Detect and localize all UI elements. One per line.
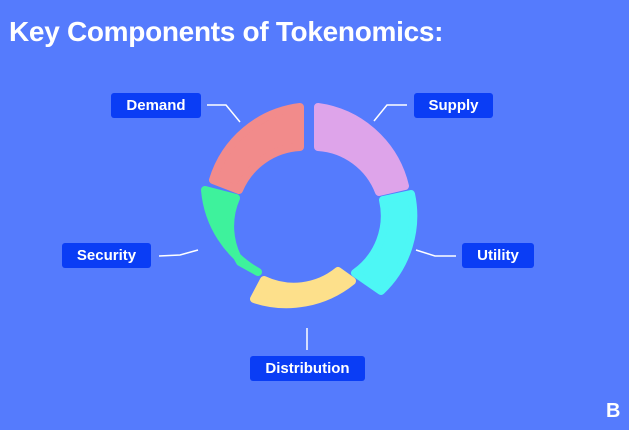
label-utility: Utility: [462, 243, 534, 268]
segment-supply: [314, 103, 409, 196]
connector-demand: [207, 104, 241, 123]
label-supply: Supply: [414, 93, 493, 118]
connector-utility: [415, 249, 456, 257]
segment-demand: [209, 103, 304, 194]
segment-security: [201, 186, 262, 276]
label-distribution: Distribution: [250, 356, 365, 381]
segment-utility: [351, 190, 418, 295]
brand-logo-icon: B: [606, 400, 621, 422]
connector-supply: [373, 104, 407, 122]
label-security: Security: [62, 243, 151, 268]
label-demand: Demand: [111, 93, 201, 118]
connector-security: [158, 249, 199, 257]
segment-distribution: [250, 267, 356, 309]
page-title: Key Components of Tokenomics:: [9, 16, 444, 47]
